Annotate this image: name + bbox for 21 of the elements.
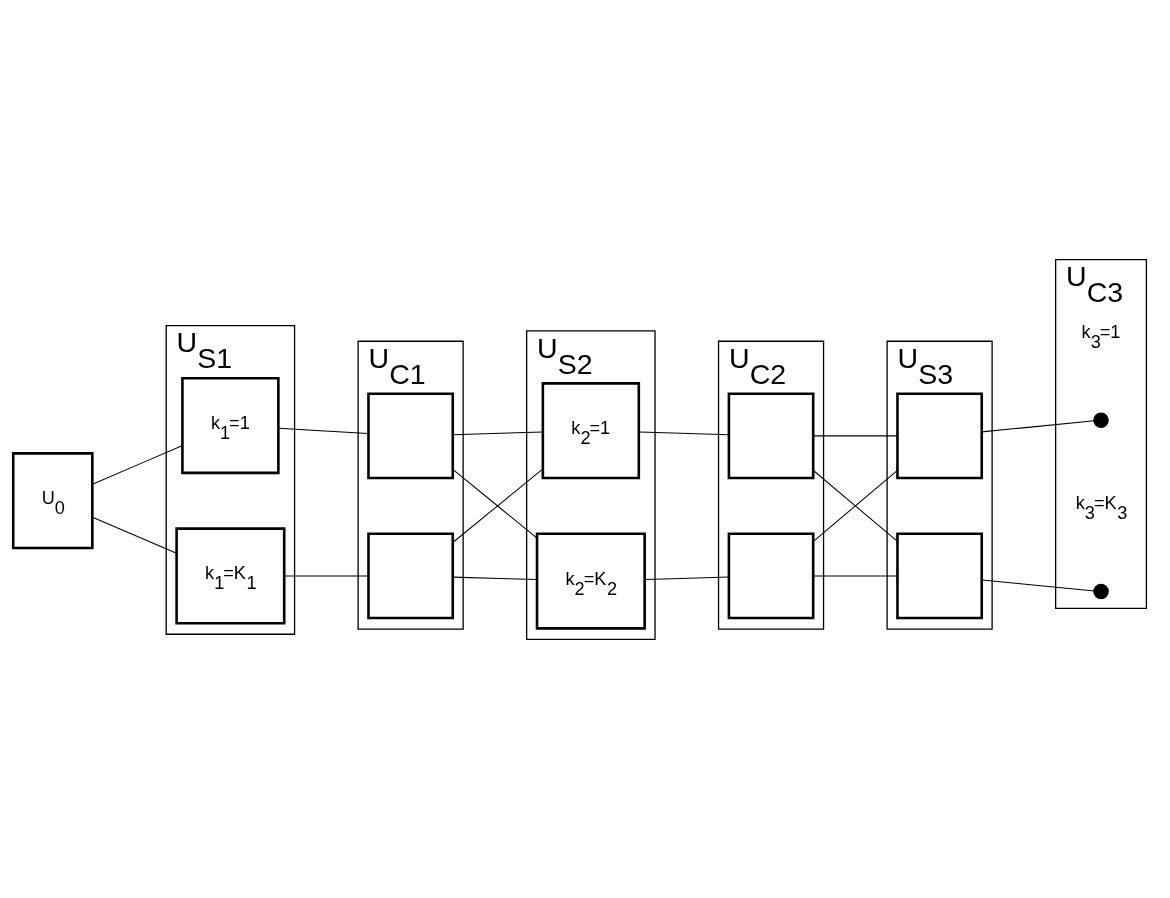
connector	[638, 431, 729, 435]
connector	[812, 574, 898, 576]
connector	[812, 434, 898, 436]
connector	[981, 578, 1095, 591]
node-box	[896, 531, 984, 619]
connector	[91, 444, 183, 485]
connector	[278, 427, 369, 434]
node-circle	[1093, 412, 1109, 428]
node-box	[727, 391, 815, 479]
node-box	[367, 391, 455, 479]
node-circle	[1093, 583, 1109, 599]
node-box	[896, 391, 984, 479]
connector	[91, 516, 177, 554]
connector	[452, 576, 538, 580]
node-box	[367, 531, 455, 619]
connector	[452, 431, 543, 435]
connector	[284, 574, 369, 576]
connector	[981, 419, 1095, 432]
connector	[812, 469, 898, 542]
connector	[644, 576, 730, 580]
node-box	[727, 531, 815, 619]
